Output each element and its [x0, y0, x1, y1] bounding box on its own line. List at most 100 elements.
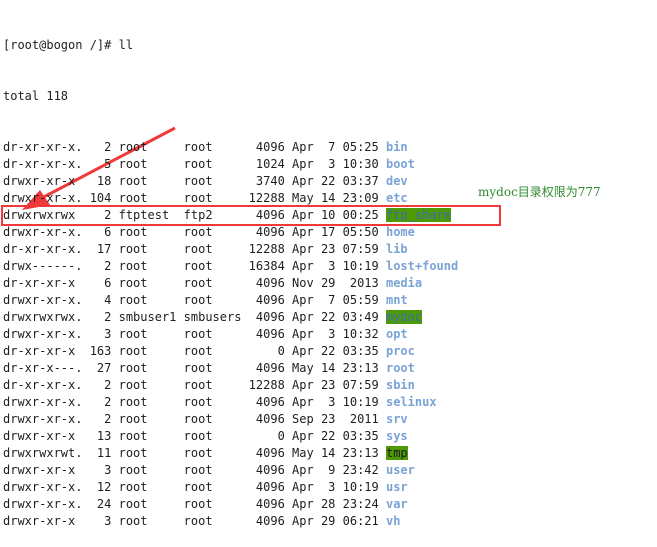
owner: root — [118, 463, 184, 477]
link-count: 2 — [89, 140, 119, 154]
list-item: drwxr-xr-x. 2 root root 4096 Apr 3 10:19… — [3, 394, 458, 411]
file-name[interactable]: etc — [385, 191, 408, 205]
size: 4096 — [248, 412, 293, 426]
file-name[interactable]: ftp_share — [385, 208, 452, 222]
link-count: 13 — [89, 429, 119, 443]
time: 05:50 — [342, 225, 386, 239]
file-name[interactable]: selinux — [385, 395, 437, 409]
month: Apr — [292, 310, 321, 324]
file-name[interactable]: srv — [385, 412, 408, 426]
size: 4096 — [248, 276, 293, 290]
time: 10:19 — [342, 395, 386, 409]
owner: root — [118, 395, 184, 409]
day: 29 — [320, 276, 343, 290]
month: Apr — [292, 514, 321, 528]
month: Apr — [292, 293, 321, 307]
file-name[interactable]: sys — [385, 429, 408, 443]
group: root — [183, 174, 249, 188]
size: 0 — [248, 344, 293, 358]
owner: root — [118, 293, 184, 307]
link-count: 5 — [89, 157, 119, 171]
group: root — [183, 395, 249, 409]
file-name[interactable]: mnt — [385, 293, 408, 307]
month: Nov — [292, 276, 321, 290]
link-count: 2 — [89, 259, 119, 273]
file-name[interactable]: lib — [385, 242, 408, 256]
month: Apr — [292, 225, 321, 239]
group: root — [183, 327, 249, 341]
owner: root — [118, 429, 184, 443]
annotation-text: mydoc目录权限为777 — [478, 185, 601, 199]
list-item: drwxr-xr-x 3 root root 4096 Apr 9 23:42 … — [3, 462, 458, 479]
time: 23:13 — [342, 361, 386, 375]
list-item: dr-xr-xr-x 6 root root 4096 Nov 29 2013 … — [3, 275, 458, 292]
permissions: drwxr-xr-x. — [3, 191, 90, 205]
permissions: drwxr-xr-x — [3, 174, 90, 188]
permissions: drwxr-xr-x. — [3, 497, 90, 511]
day: 10 — [320, 208, 343, 222]
permissions: dr-xr-xr-x. — [3, 140, 90, 154]
day: 23 — [320, 378, 343, 392]
month: Apr — [292, 378, 321, 392]
file-name[interactable]: boot — [385, 157, 415, 171]
file-name[interactable]: proc — [385, 344, 415, 358]
file-name[interactable]: var — [385, 497, 408, 511]
size: 3740 — [248, 174, 293, 188]
time: 06:21 — [342, 514, 386, 528]
time: 10:19 — [342, 480, 386, 494]
size: 0 — [248, 429, 293, 443]
day: 3 — [320, 327, 343, 341]
owner: root — [118, 174, 184, 188]
month: Apr — [292, 208, 321, 222]
link-count: 3 — [89, 327, 119, 341]
list-item: drwxr-xr-x. 12 root root 4096 Apr 3 10:1… — [3, 479, 458, 496]
permissions: drwxr-xr-x. — [3, 412, 90, 426]
time: 07:59 — [342, 242, 386, 256]
permissions: dr-xr-xr-x. — [3, 378, 90, 392]
day: 7 — [320, 140, 343, 154]
list-item: drwxr-xr-x 18 root root 3740 Apr 22 03:3… — [3, 173, 458, 190]
file-name[interactable]: dev — [385, 174, 408, 188]
month: Apr — [292, 463, 321, 477]
list-item: drwxr-xr-x. 4 root root 4096 Apr 7 05:59… — [3, 292, 458, 309]
permissions: drwxr-xr-x — [3, 514, 90, 528]
list-item: dr-xr-xr-x. 2 root root 4096 Apr 7 05:25… — [3, 139, 458, 156]
permissions: drwxrwxrwx. — [3, 310, 90, 324]
file-name[interactable]: home — [385, 225, 415, 239]
size: 4096 — [248, 497, 293, 511]
size: 4096 — [248, 293, 293, 307]
file-name[interactable]: usr — [385, 480, 408, 494]
file-name[interactable]: bin — [385, 140, 408, 154]
size: 12288 — [248, 191, 293, 205]
file-name[interactable]: vh — [385, 514, 401, 528]
group: root — [183, 480, 249, 494]
month: Apr — [292, 327, 321, 341]
owner: root — [118, 242, 184, 256]
file-name[interactable]: root — [385, 361, 415, 375]
list-item: dr-xr-xr-x. 5 root root 1024 Apr 3 10:30… — [3, 156, 458, 173]
day: 3 — [320, 480, 343, 494]
list-item: drwxr-xr-x. 104 root root 12288 May 14 2… — [3, 190, 458, 207]
file-name[interactable]: media — [385, 276, 423, 290]
file-name[interactable]: tmp — [385, 446, 408, 460]
file-name[interactable]: mydoc — [385, 310, 423, 324]
list-item: drwxr-xr-x. 3 root root 4096 Apr 3 10:32… — [3, 326, 458, 343]
day: 3 — [320, 157, 343, 171]
month: Apr — [292, 429, 321, 443]
file-name[interactable]: lost+found — [385, 259, 459, 273]
list-item: dr-xr-x---. 27 root root 4096 May 14 23:… — [3, 360, 458, 377]
link-count: 2 — [89, 395, 119, 409]
size: 4096 — [248, 310, 293, 324]
day: 22 — [320, 174, 343, 188]
file-name[interactable]: user — [385, 463, 415, 477]
day: 23 — [320, 242, 343, 256]
list-item: drwxrwxrwx 2 ftptest ftp2 4096 Apr 10 00… — [3, 207, 458, 224]
group: ftp2 — [183, 208, 249, 222]
link-count: 2 — [89, 378, 119, 392]
size: 4096 — [248, 327, 293, 341]
file-name[interactable]: sbin — [385, 378, 415, 392]
file-name[interactable]: opt — [385, 327, 408, 341]
day: 9 — [320, 463, 343, 477]
permissions: dr-xr-xr-x. — [3, 157, 90, 171]
size: 4096 — [248, 395, 293, 409]
